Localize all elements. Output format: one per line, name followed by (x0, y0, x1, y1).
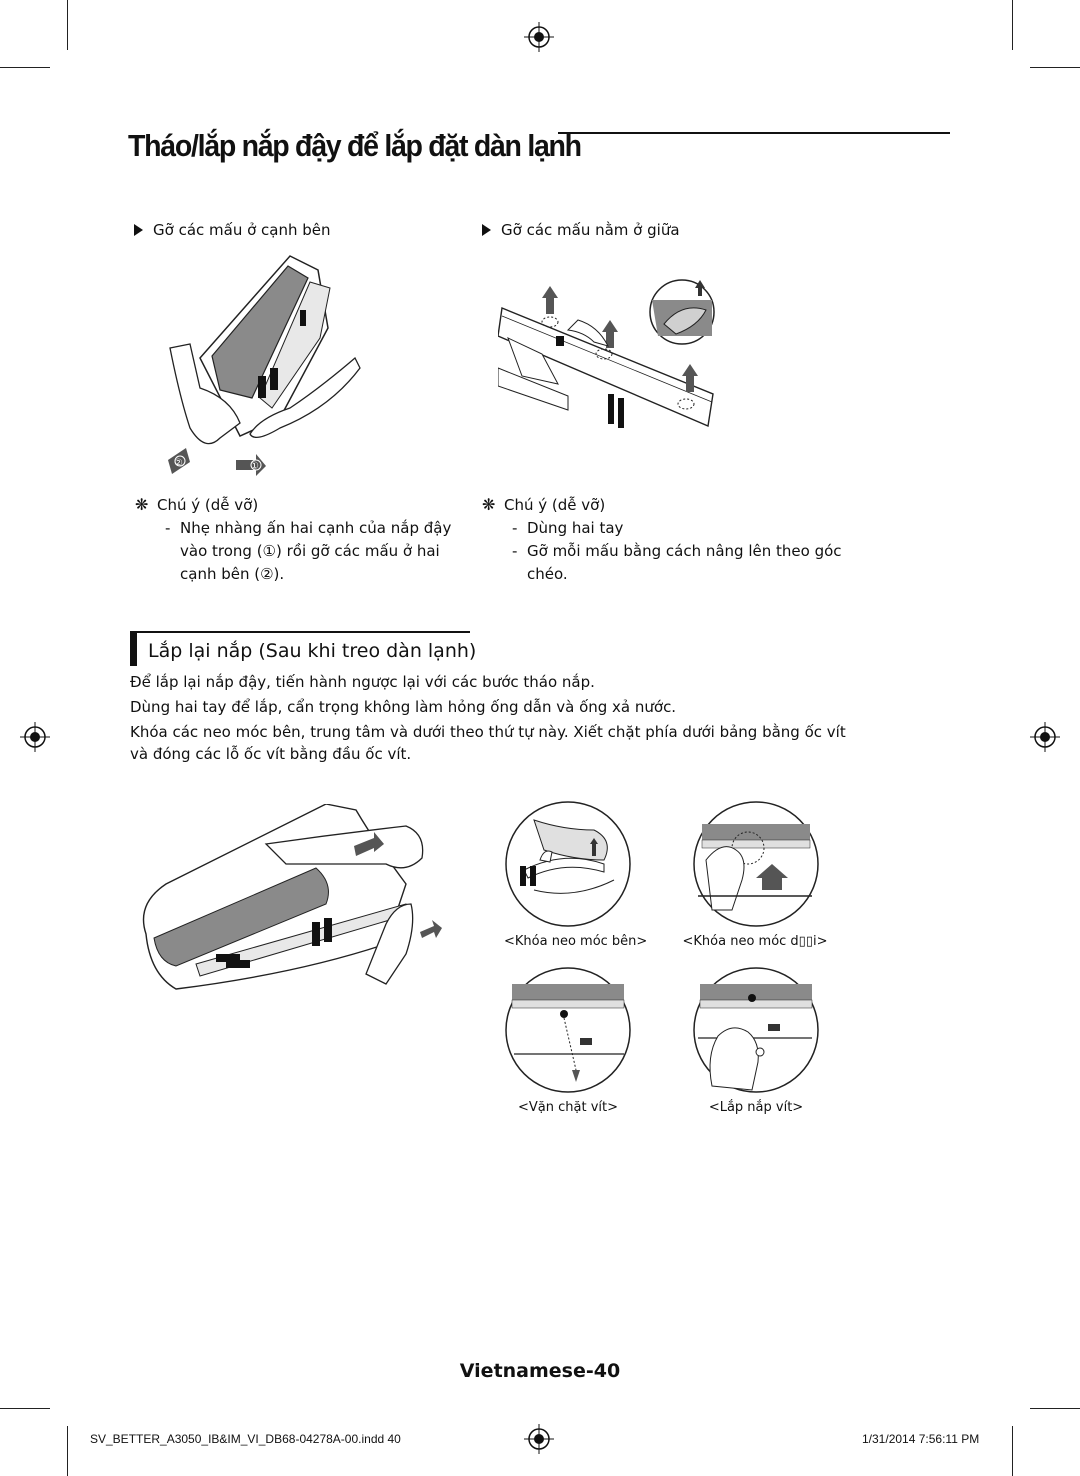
page-number-label: Vietnamese-40 (459, 1360, 621, 1382)
right-note-item: Gỡ mỗi mấu bằng cách nâng lên theo góc c… (527, 542, 842, 583)
slug-file-info: SV_BETTER_A3050_IB&IM_VI_DB68-04278A-00.… (90, 1432, 401, 1446)
caption-screw-cap: <Lắp nắp vít> (708, 1100, 804, 1115)
triangle-bullet-icon (134, 224, 143, 236)
section-bar (130, 632, 137, 666)
left-heading-text: Gỡ các mấu ở cạnh bên (153, 221, 331, 239)
page-title: Tháo/lắp nắp đậy để lắp đặt dàn lạnh (128, 128, 582, 163)
left-heading: Gỡ các mấu ở cạnh bên (134, 221, 331, 239)
registration-mark-icon (524, 1424, 554, 1454)
remove-middle-hooks-illustration (498, 279, 715, 428)
registration-mark-icon (524, 22, 554, 52)
slug-date: 1/31/2014 7:56:11 PM (862, 1432, 980, 1446)
left-note: ❋Chú ý (dễ vỡ) -Nhẹ nhàng ấn hai cạnh củ… (135, 493, 455, 586)
asterisk-note-icon: ❋ (135, 495, 149, 514)
registration-mark-icon (1030, 722, 1060, 752)
asterisk-note-icon: ❋ (482, 495, 496, 514)
remove-side-hooks-illustration (168, 255, 361, 476)
registration-mark-icon (20, 722, 50, 752)
step-mark-2: ② (174, 458, 183, 469)
left-note-title: Chú ý (dễ vỡ) (157, 496, 259, 514)
left-note-item: Nhẹ nhàng ấn hai cạnh của nắp đậy vào tr… (180, 519, 452, 583)
right-note-item: Dùng hai tay (527, 519, 624, 537)
section-paragraph: Để lắp lại nắp đậy, tiến hành ngược lại … (130, 673, 595, 691)
section-paragraph: Khóa các neo móc bên, trung tâm và dưới … (130, 723, 846, 763)
section-rule (130, 631, 470, 633)
step-mark-1: ① (250, 461, 259, 472)
caption-tighten-screw: <Vặn chặt vít> (517, 1100, 618, 1115)
right-note: ❋Chú ý (dễ vỡ) -Dùng hai tay -Gỡ mỗi mấu… (482, 493, 842, 586)
screw-cap-detail (693, 967, 819, 1093)
tighten-screw-detail (505, 967, 631, 1093)
triangle-bullet-icon (482, 224, 491, 236)
caption-bottom-hook: <Khóa neo móc d▯▯i> (682, 934, 828, 949)
side-hook-detail (505, 801, 631, 927)
section-paragraph: Dùng hai tay để lắp, cẩn trọng không làm… (130, 698, 677, 716)
right-heading: Gỡ các mấu nằm ở giữa (482, 221, 680, 239)
caption-side-hook: <Khóa neo móc bên> (504, 934, 648, 949)
bottom-hook-detail (693, 801, 819, 927)
section-title: Lắp lại nắp (Sau khi treo dàn lạnh) (148, 640, 477, 662)
right-heading-text: Gỡ các mấu nằm ở giữa (501, 221, 680, 239)
right-note-title: Chú ý (dễ vỡ) (504, 496, 606, 514)
reattach-cover-illustration (142, 804, 442, 990)
title-rule (558, 132, 950, 134)
